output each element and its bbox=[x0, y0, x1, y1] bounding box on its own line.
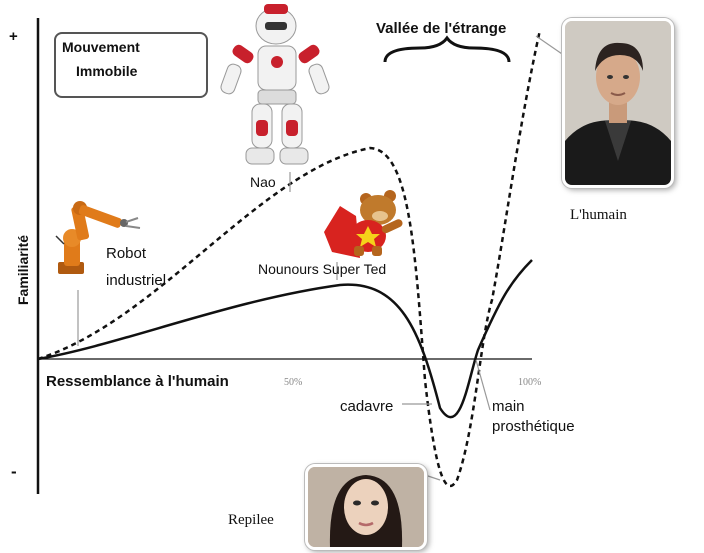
industrial-robot-illustration bbox=[55, 201, 141, 274]
legend-still-label: Immobile bbox=[76, 63, 138, 79]
label-prosthetic-line2: prosthétique bbox=[492, 418, 575, 435]
label-human: L'humain bbox=[570, 207, 627, 223]
legend bbox=[54, 32, 208, 98]
label-nao: Nao bbox=[250, 174, 276, 190]
human-portrait-image bbox=[565, 21, 671, 185]
nao-robot-illustration bbox=[220, 4, 330, 165]
still-curve bbox=[37, 259, 533, 419]
y-axis-plus: + bbox=[9, 28, 18, 45]
y-axis-minus: - bbox=[11, 462, 17, 481]
x-tick-100: 100% bbox=[518, 377, 542, 388]
uncanny-valley-brace bbox=[383, 35, 511, 63]
leader-prosthetic bbox=[475, 359, 491, 411]
x-tick-50: 50% bbox=[284, 377, 303, 388]
label-teddy: Nounours Super Ted bbox=[258, 261, 387, 277]
label-prosthetic-line1: main bbox=[492, 398, 525, 415]
legend-moving-label: Mouvement bbox=[62, 39, 140, 55]
label-repilee: Repilee bbox=[228, 512, 274, 528]
moving-curve bbox=[37, 29, 542, 487]
uncanny-valley-label: Vallée de l'étrange bbox=[376, 20, 507, 37]
leader-human bbox=[535, 35, 566, 57]
repilee-photo bbox=[305, 464, 427, 550]
x-axis-label: Ressemblance à l'humain bbox=[46, 373, 229, 390]
human-photo bbox=[562, 18, 674, 188]
label-robot-line1: Robot bbox=[106, 245, 147, 262]
repilee-portrait-image bbox=[308, 467, 424, 547]
label-robot-line2: industriel bbox=[106, 272, 167, 289]
y-axis-label: Familiarité bbox=[15, 234, 31, 306]
teddy-bear-illustration bbox=[324, 190, 403, 258]
label-corpse: cadavre bbox=[340, 398, 394, 415]
